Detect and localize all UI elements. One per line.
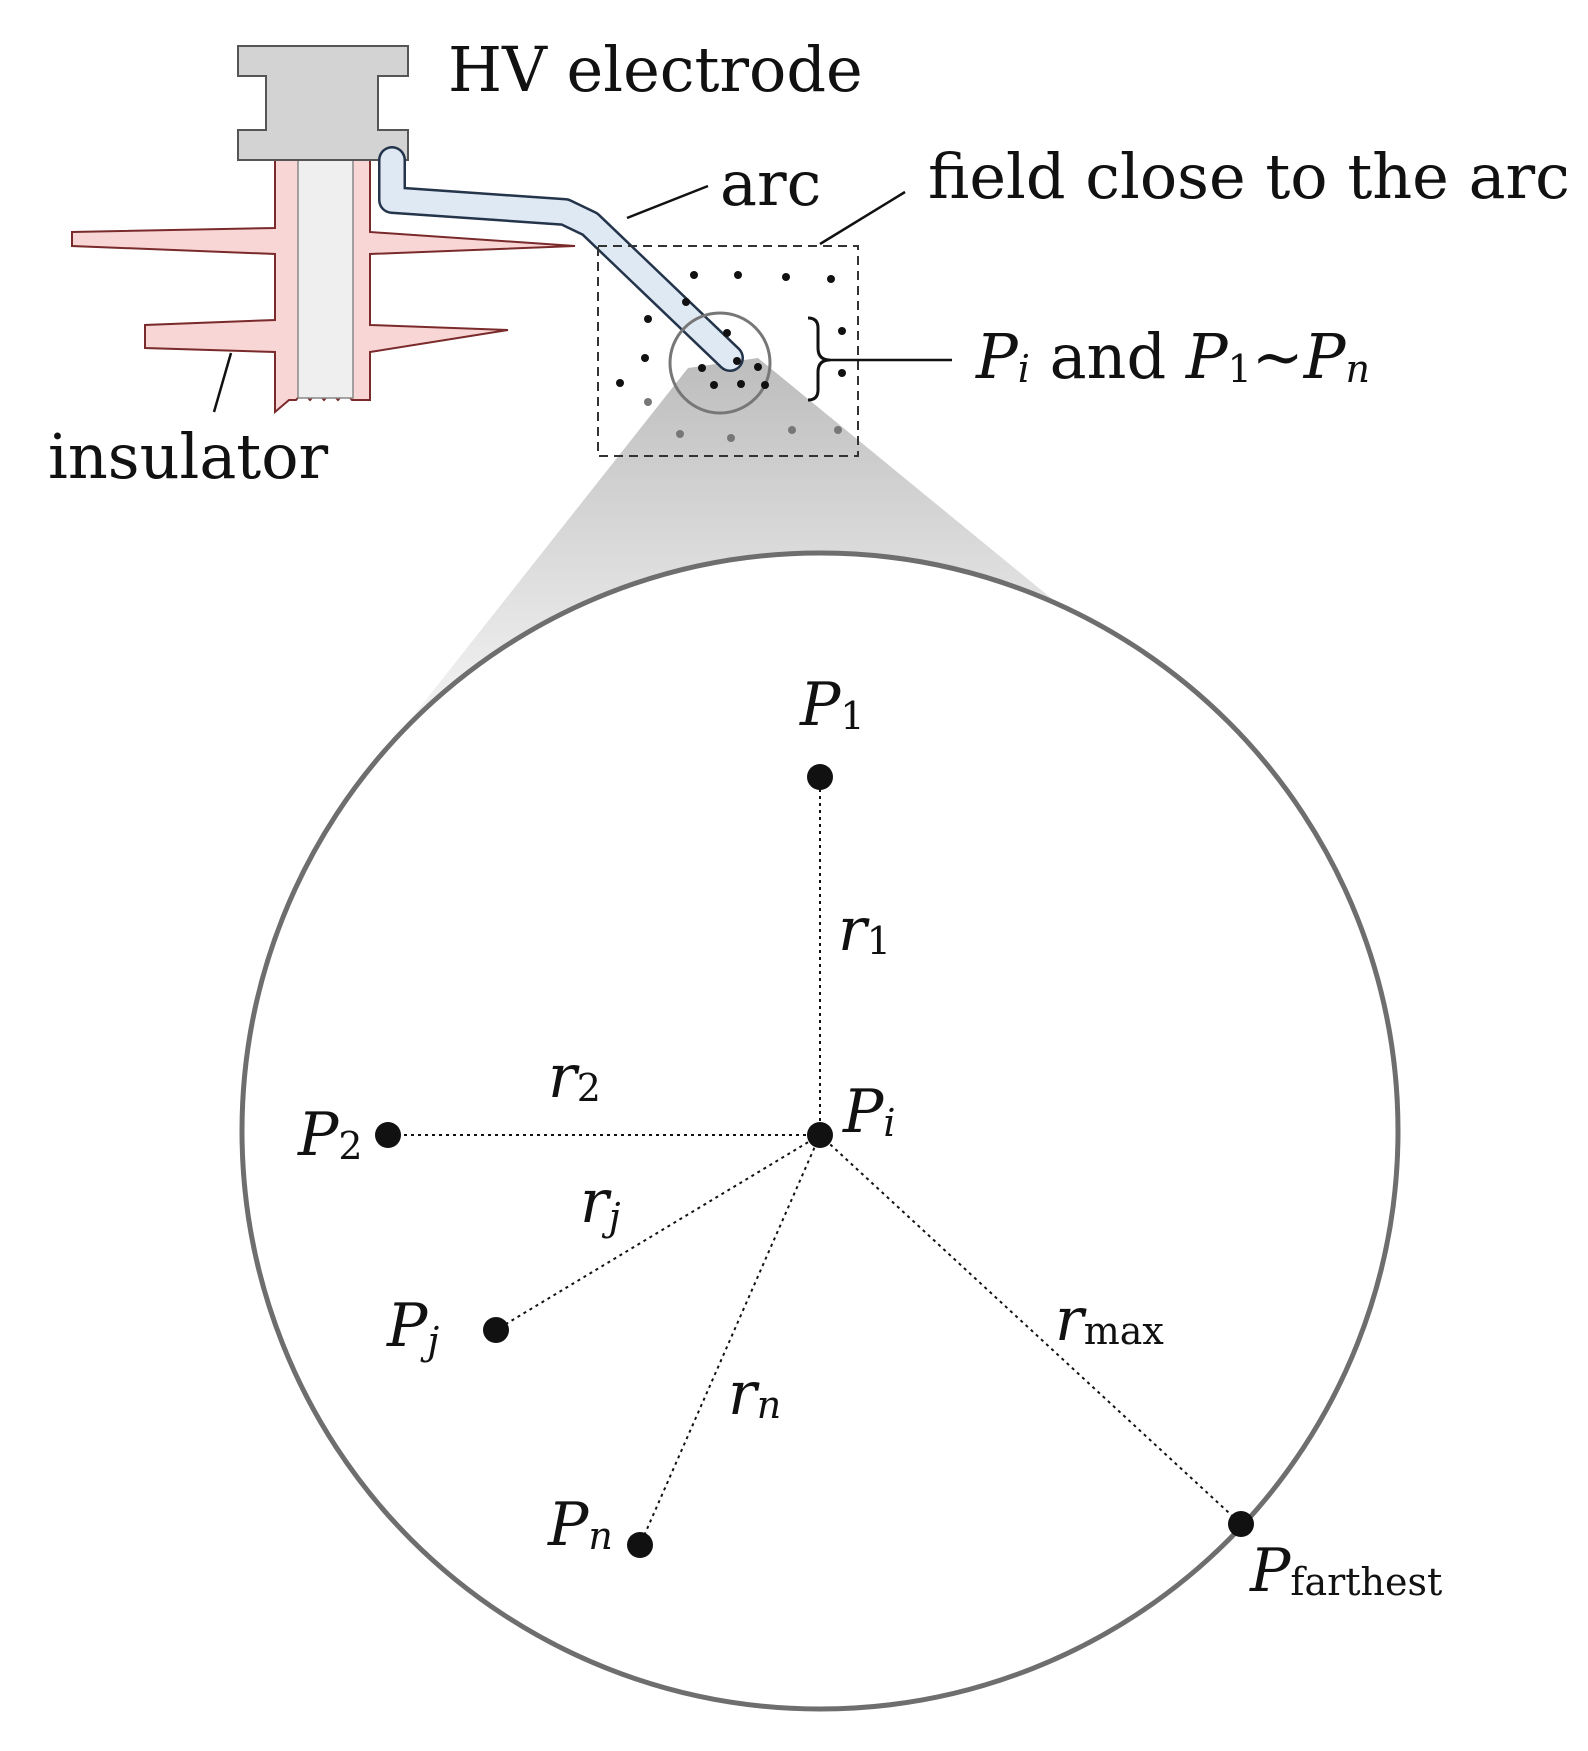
label-p1: P1 — [799, 670, 865, 740]
points — [375, 764, 1254, 1558]
small-circle — [668, 311, 772, 415]
field-label: field close to the arc — [928, 140, 1570, 213]
insulator — [71, 157, 576, 415]
distance-lines — [388, 777, 1242, 1546]
label-rn: rn — [728, 1359, 781, 1429]
label-rj: rj — [580, 1167, 621, 1239]
point-p2 — [375, 1122, 401, 1148]
point-pfarthest — [1228, 1511, 1254, 1537]
point-p1 — [807, 764, 833, 790]
label-p2: P2 — [297, 1100, 363, 1170]
leader-lines — [212, 184, 952, 413]
label-rmax: rmax — [1055, 1285, 1164, 1355]
point-pi — [807, 1122, 833, 1148]
arc-path — [378, 146, 744, 372]
arc-label: arc — [720, 147, 821, 220]
field-dots — [616, 271, 846, 442]
point-pj — [483, 1317, 509, 1343]
label-pn: Pn — [547, 1490, 613, 1560]
hv-electrode — [237, 45, 409, 161]
label-pi: Pi — [842, 1077, 896, 1147]
label-pj: Pj — [386, 1291, 439, 1363]
insulator-label: insulator — [48, 420, 329, 493]
brace — [807, 316, 831, 402]
label-r1: r1 — [838, 895, 891, 965]
pi-and-p1-pn-label: Pi and P1~Pn — [975, 320, 1370, 393]
point-pn — [627, 1532, 653, 1558]
hv-electrode-label: HV electrode — [448, 33, 863, 106]
field-box — [597, 245, 859, 457]
label-pfarthest: Pfarthest — [1249, 1536, 1442, 1606]
label-r2: r2 — [548, 1042, 601, 1112]
